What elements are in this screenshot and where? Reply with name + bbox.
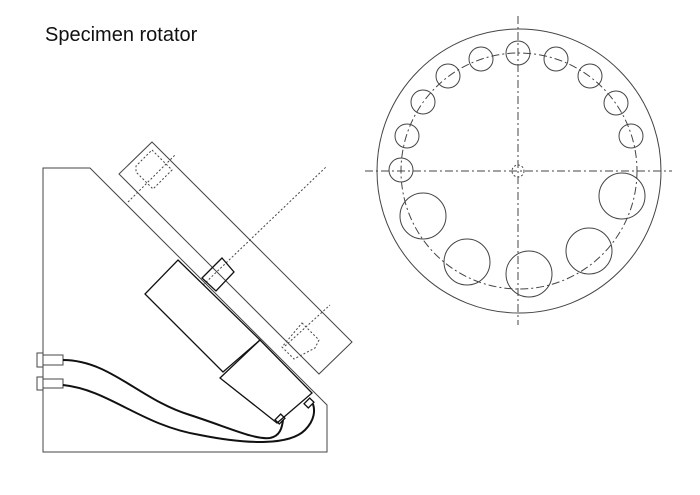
small-hole (468, 46, 494, 72)
connector-1 (42, 354, 64, 366)
motor-body (144, 259, 261, 373)
diagram-title: Specimen rotator (45, 24, 198, 46)
small-holes (388, 40, 644, 183)
small-hole (543, 46, 569, 72)
rotation-axis (202, 166, 327, 286)
small-hole (394, 123, 420, 149)
large-hole (598, 172, 646, 220)
specimen-plate (118, 141, 353, 375)
connector-2 (42, 378, 64, 389)
recess-axis-lower (284, 304, 331, 347)
plate-recess-upper (135, 149, 173, 190)
large-hole (399, 192, 447, 240)
small-hole (577, 63, 603, 89)
large-hole (565, 227, 613, 275)
small-hole (410, 89, 436, 115)
gearbox (219, 339, 313, 424)
large-hole (443, 238, 491, 286)
small-hole (505, 40, 531, 66)
recess-axis-upper (127, 154, 176, 203)
top-view (365, 16, 672, 325)
connector-1-flange (36, 352, 44, 368)
base-frame (42, 167, 328, 453)
small-hole (435, 63, 461, 89)
connector-2-flange (36, 376, 44, 391)
large-holes (399, 172, 646, 298)
small-hole (603, 90, 629, 116)
cable-2 (62, 384, 315, 443)
terminal-2 (303, 397, 315, 409)
cable-1 (62, 359, 284, 440)
small-hole (618, 123, 644, 149)
shaft-coupling (201, 257, 235, 292)
center-mark (511, 164, 525, 178)
plate-recess-lower (281, 322, 320, 360)
side-view (36, 141, 353, 453)
small-hole (388, 157, 414, 183)
large-hole (505, 250, 553, 298)
